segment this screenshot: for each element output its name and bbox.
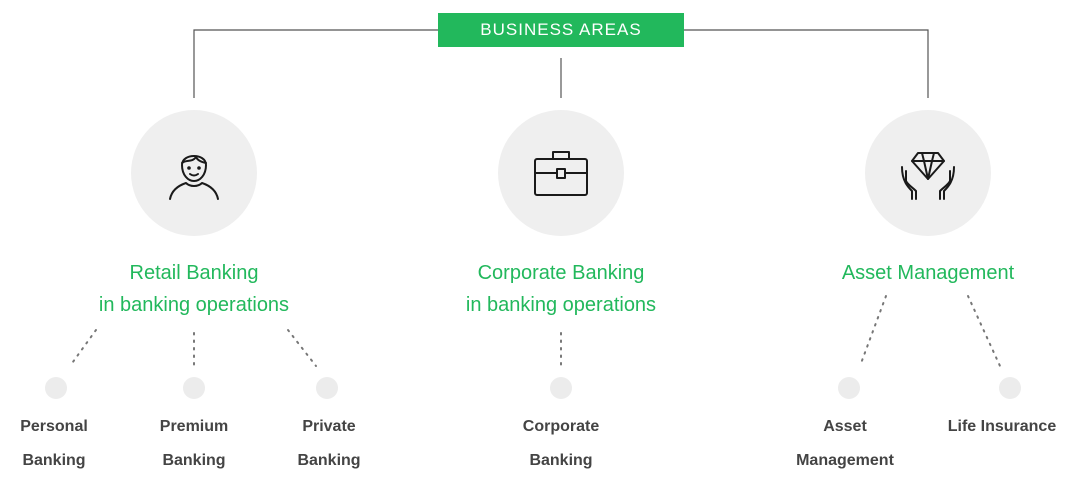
sub-corporate-banking: Corporate Banking [486,410,636,478]
connector-right [684,29,929,98]
sub-label-line2: Banking [22,452,86,469]
sub-label-line2: Banking [529,452,593,469]
dotted-line-personal [69,329,97,367]
sub-label-line2: Banking [297,452,361,469]
asset-title-line1: Asset Management [841,262,1015,284]
node-premium [183,377,205,399]
node-corporate [550,377,572,399]
sub-label-line1: Life Insurance [947,418,1057,435]
person-icon [169,155,219,200]
sub-life-insurance: Life Insurance [927,410,1077,444]
corporate-title-line2: in banking operations [465,294,657,316]
retail-title-line2: in banking operations [98,294,290,316]
connector-left [193,29,438,98]
sub-premium-banking: Premium Banking [119,410,269,478]
retail-icon-circle [131,110,257,236]
briefcase-icon [534,151,588,196]
connector-lines [69,29,1001,368]
sub-private-banking: Private Banking [254,410,404,478]
corporate-icon-circle [498,110,624,236]
sub-label-line1: Premium [159,418,229,435]
sub-label-line1: Private [302,418,356,435]
asset-icon-circle [865,110,991,236]
node-private [316,377,338,399]
asset-management-title: Asset Management [768,257,1079,289]
retail-title-line1: Retail Banking [129,262,259,284]
sub-asset-management: Asset Management [770,410,920,478]
sub-label-line2: Management [796,452,894,469]
sub-label-line2: Banking [162,452,226,469]
sub-personal-banking: Personal Banking [0,410,129,478]
dotted-line-asset-mgmt [859,295,887,367]
business-areas-badge: BUSINESS AREAS [438,13,684,47]
corporate-banking-title: Corporate Banking in banking operations [401,257,721,321]
dotted-line-life-insurance [967,295,1001,367]
retail-banking-title: Retail Banking in banking operations [34,257,354,321]
business-areas-diagram: BUSINESS AREAS Retail Banking in banking… [20,13,1079,469]
sub-label-line1: Corporate [522,418,600,435]
sub-label-line1: Personal [20,418,88,435]
sub-label-line1: Asset [823,418,867,435]
node-personal [45,377,67,399]
dotted-line-private [287,329,317,367]
diamond-hands-icon [901,152,955,200]
node-life-insurance [999,377,1021,399]
node-asset-management [838,377,860,399]
corporate-title-line1: Corporate Banking [477,262,645,284]
